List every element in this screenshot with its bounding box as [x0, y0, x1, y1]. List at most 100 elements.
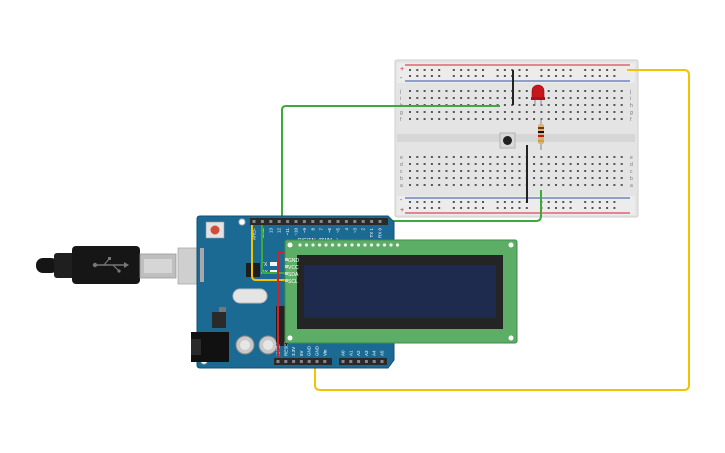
rail-hole[interactable]: [460, 69, 463, 71]
rail-hole[interactable]: [503, 207, 506, 209]
breadboard-hole[interactable]: [503, 170, 506, 172]
rail-hole[interactable]: [460, 75, 463, 77]
breadboard-hole[interactable]: [620, 104, 623, 106]
breadboard-hole[interactable]: [518, 170, 521, 172]
breadboard-hole[interactable]: [409, 184, 411, 186]
breadboard-hole[interactable]: [525, 111, 528, 113]
header-pin[interactable]: [341, 360, 345, 363]
breadboard-hole[interactable]: [562, 90, 565, 92]
rail-hole[interactable]: [606, 75, 609, 77]
breadboard-hole[interactable]: [423, 163, 426, 165]
green-wire-button[interactable]: [281, 105, 500, 222]
rail-hole[interactable]: [496, 201, 499, 203]
rail-hole[interactable]: [438, 207, 441, 209]
breadboard-hole[interactable]: [460, 97, 463, 99]
rail-hole[interactable]: [496, 75, 499, 77]
breadboard-hole[interactable]: [474, 170, 477, 172]
breadboard-hole[interactable]: [547, 97, 550, 99]
breadboard-hole[interactable]: [438, 156, 441, 158]
header-pin[interactable]: [319, 220, 323, 223]
rail-hole[interactable]: [518, 207, 521, 209]
breadboard-hole[interactable]: [416, 177, 419, 179]
breadboard-hole[interactable]: [496, 156, 499, 158]
breadboard-hole[interactable]: [569, 111, 572, 113]
breadboard-hole[interactable]: [518, 90, 521, 92]
breadboard-hole[interactable]: [409, 177, 411, 179]
breadboard-hole[interactable]: [489, 177, 492, 179]
breadboard-hole[interactable]: [474, 111, 477, 113]
green-wire-scl[interactable]: [261, 225, 285, 274]
breadboard-hole[interactable]: [533, 118, 536, 120]
breadboard-hole[interactable]: [540, 156, 543, 158]
breadboard-hole[interactable]: [452, 184, 455, 186]
breadboard-hole[interactable]: [613, 104, 616, 106]
breadboard-hole[interactable]: [547, 90, 550, 92]
breadboard-hole[interactable]: [518, 177, 521, 179]
breadboard-hole[interactable]: [416, 184, 419, 186]
breadboard-hole[interactable]: [430, 118, 433, 120]
rail-hole[interactable]: [423, 207, 426, 209]
breadboard-hole[interactable]: [598, 111, 601, 113]
breadboard-hole[interactable]: [576, 118, 579, 120]
breadboard-hole[interactable]: [576, 111, 579, 113]
header-pin[interactable]: [292, 360, 296, 363]
rail-hole[interactable]: [562, 75, 565, 77]
breadboard-hole[interactable]: [460, 184, 463, 186]
rail-hole[interactable]: [562, 69, 565, 71]
breadboard-hole[interactable]: [452, 156, 455, 158]
breadboard-hole[interactable]: [452, 97, 455, 99]
breadboard-hole[interactable]: [562, 170, 565, 172]
breadboard-hole[interactable]: [606, 184, 609, 186]
rail-hole[interactable]: [416, 201, 419, 203]
rail-hole[interactable]: [540, 75, 543, 77]
breadboard-hole[interactable]: [620, 90, 623, 92]
breadboard-hole[interactable]: [606, 156, 609, 158]
header-pin[interactable]: [353, 220, 357, 223]
breadboard-hole[interactable]: [569, 163, 572, 165]
breadboard-hole[interactable]: [489, 156, 492, 158]
header-pin[interactable]: [260, 220, 264, 223]
rail-hole[interactable]: [555, 207, 557, 209]
breadboard-hole[interactable]: [547, 170, 550, 172]
breadboard-hole[interactable]: [606, 97, 609, 99]
breadboard-hole[interactable]: [511, 118, 514, 120]
breadboard-hole[interactable]: [416, 90, 419, 92]
rail-hole[interactable]: [409, 75, 411, 77]
breadboard-hole[interactable]: [584, 90, 587, 92]
rail-hole[interactable]: [518, 69, 521, 71]
breadboard-hole[interactable]: [533, 156, 536, 158]
breadboard-hole[interactable]: [445, 118, 448, 120]
header-pin[interactable]: [372, 360, 376, 363]
rail-hole[interactable]: [555, 75, 557, 77]
breadboard-hole[interactable]: [489, 111, 492, 113]
rail-hole[interactable]: [525, 75, 528, 77]
breadboard-hole[interactable]: [584, 184, 587, 186]
breadboard-hole[interactable]: [511, 184, 514, 186]
breadboard-hole[interactable]: [416, 118, 419, 120]
breadboard-hole[interactable]: [511, 177, 514, 179]
breadboard-hole[interactable]: [482, 118, 484, 120]
breadboard-hole[interactable]: [430, 111, 433, 113]
rail-hole[interactable]: [430, 69, 433, 71]
breadboard-hole[interactable]: [423, 97, 426, 99]
breadboard-hole[interactable]: [445, 170, 448, 172]
breadboard-hole[interactable]: [430, 90, 433, 92]
breadboard-hole[interactable]: [430, 170, 433, 172]
breadboard-hole[interactable]: [503, 118, 506, 120]
breadboard-hole[interactable]: [598, 184, 601, 186]
breadboard-hole[interactable]: [423, 111, 426, 113]
breadboard-hole[interactable]: [591, 156, 594, 158]
breadboard-hole[interactable]: [467, 118, 470, 120]
rail-hole[interactable]: [598, 207, 601, 209]
rail-hole[interactable]: [525, 69, 528, 71]
breadboard-hole[interactable]: [555, 170, 557, 172]
breadboard-hole[interactable]: [409, 111, 411, 113]
yellow-wire-5v[interactable]: [314, 69, 690, 391]
breadboard-hole[interactable]: [489, 90, 492, 92]
rail-hole[interactable]: [474, 207, 477, 209]
rail-hole[interactable]: [452, 201, 455, 203]
breadboard-hole[interactable]: [598, 104, 601, 106]
rail-hole[interactable]: [452, 75, 455, 77]
rail-hole[interactable]: [482, 201, 484, 203]
